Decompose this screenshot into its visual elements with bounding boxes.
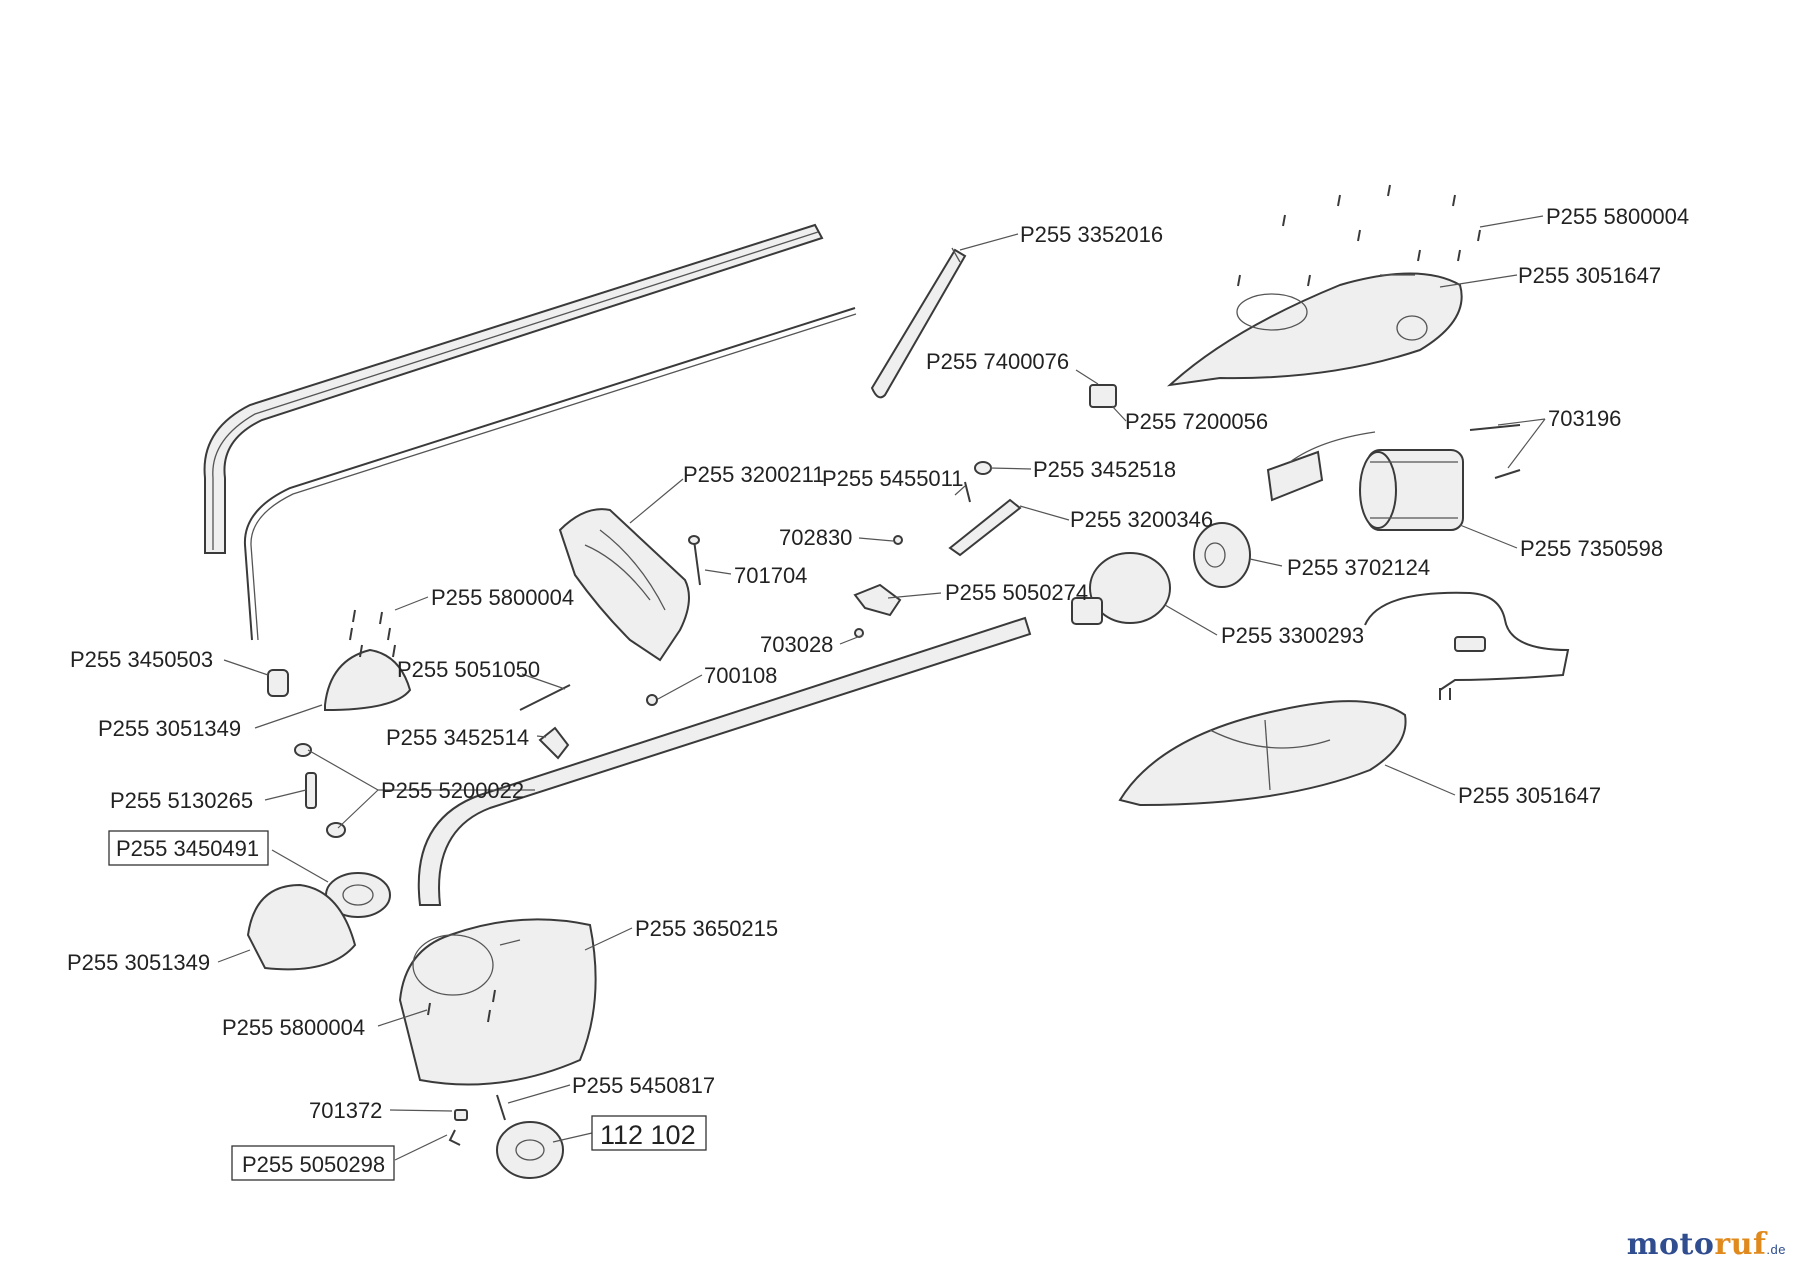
label-p5455011: P255 5455011 <box>822 466 964 491</box>
motor-housing-lower <box>1118 700 1407 807</box>
label-box-112102 <box>591 1115 707 1151</box>
watermark-part1: moto <box>1626 1227 1715 1262</box>
label-p5450817: P255 5450817 <box>572 1073 715 1098</box>
label-p3051647-top: P255 3051647 <box>1518 263 1661 288</box>
lever <box>948 498 1022 557</box>
switch-wires <box>1266 431 1376 502</box>
label-p3450503: P255 3450503 <box>70 647 213 672</box>
power-cord <box>1364 591 1570 700</box>
label-p3702124: P255 3702124 <box>1287 555 1430 580</box>
washer-lower <box>326 822 346 838</box>
fan <box>1193 522 1251 588</box>
label-box-3450491 <box>108 830 269 866</box>
label-p3051349-lower: P255 3051349 <box>67 950 210 975</box>
label-p7350598: P255 7350598 <box>1520 536 1663 561</box>
label-701372: 701372 <box>309 1098 382 1123</box>
screws-mid <box>349 609 396 658</box>
bearing-3450503 <box>267 669 289 697</box>
motor <box>1359 424 1521 531</box>
pin-5051050 <box>519 684 571 711</box>
label-112102: 112 102 <box>600 1120 696 1150</box>
labels: P255 3352016 P255 5800004 P255 3051647 P… <box>67 204 1689 1177</box>
connector-pin <box>688 535 701 586</box>
label-p3452518: P255 3452518 <box>1033 457 1176 482</box>
label-p5800004-top: P255 5800004 <box>1546 204 1689 229</box>
upper-shaft-rail <box>203 223 824 554</box>
clip-701372 <box>454 1109 468 1121</box>
label-p3051349-upper: P255 3051349 <box>98 716 241 741</box>
label-p5050274: P255 5050274 <box>945 580 1088 605</box>
spring-small <box>964 481 971 503</box>
latch-3452514 <box>538 726 570 760</box>
label-p3352016: P255 3352016 <box>1020 222 1163 247</box>
cap-5050298 <box>448 1129 461 1146</box>
spool-head <box>496 1121 564 1179</box>
washer-upper <box>294 743 312 757</box>
label-p5050298: P255 5050298 <box>242 1152 385 1177</box>
label-box-5050298 <box>231 1145 395 1181</box>
switch <box>1089 384 1117 408</box>
label-p3051647-lower: P255 3051647 <box>1458 783 1601 808</box>
screws-guard <box>427 989 496 1023</box>
label-p7400076: P255 7400076 <box>926 349 1069 374</box>
clamp-lower <box>246 883 357 971</box>
label-701704: 701704 <box>734 563 807 588</box>
nut-702830 <box>893 535 903 545</box>
label-p3650215: P255 3650215 <box>635 916 778 941</box>
clamp-upper <box>324 648 412 712</box>
label-p5130265: P255 5130265 <box>110 788 253 813</box>
bracket-clip <box>853 583 902 617</box>
label-703028: 703028 <box>760 632 833 657</box>
shaft-5130265 <box>305 772 317 809</box>
front-handle <box>558 508 690 662</box>
drive-cable <box>243 307 857 641</box>
label-p7200056: P255 7200056 <box>1125 409 1268 434</box>
leader-lines <box>217 215 1546 1161</box>
housing-screws-top <box>1237 184 1481 287</box>
label-p3200346: P255 3200346 <box>1070 507 1213 532</box>
label-p3300293: P255 3300293 <box>1221 623 1364 648</box>
cap-top <box>974 461 992 475</box>
label-p5051050: P255 5051050 <box>397 657 540 682</box>
label-p3200211: P255 3200211 <box>683 462 825 487</box>
nut-700108 <box>646 694 658 706</box>
label-703196: 703196 <box>1548 406 1621 431</box>
lower-shaft-tube <box>417 616 1032 906</box>
gear-housing <box>1071 552 1171 625</box>
label-702830: 702830 <box>779 525 852 550</box>
guard <box>398 918 597 1086</box>
watermark-logo: motoruf.de <box>1627 1227 1786 1262</box>
label-p3452514: P255 3452514 <box>386 725 529 750</box>
label-p5800004-low: P255 5800004 <box>222 1015 365 1040</box>
assist-handle <box>870 247 967 399</box>
spring-5450817 <box>496 1094 506 1121</box>
label-700108: 700108 <box>704 663 777 688</box>
watermark-part2: ruf <box>1714 1227 1767 1262</box>
motor-housing-upper <box>1166 272 1463 387</box>
watermark-part3: .de <box>1766 1242 1786 1257</box>
label-p5800004-mid: P255 5800004 <box>431 585 574 610</box>
label-p3450491: P255 3450491 <box>116 836 259 861</box>
label-p5200022: P255 5200022 <box>381 778 524 803</box>
